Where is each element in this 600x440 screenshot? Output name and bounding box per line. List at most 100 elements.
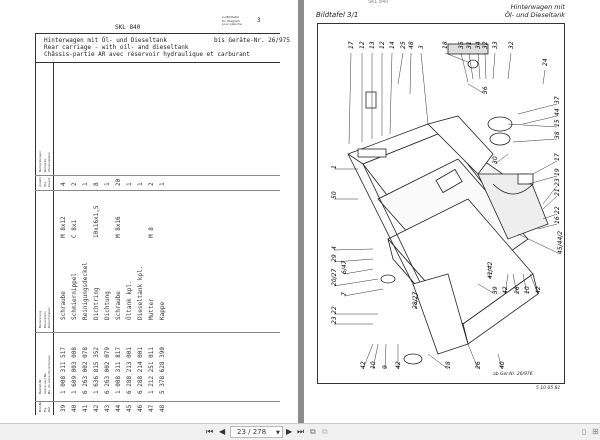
header-code: SKL 840	[368, 0, 389, 5]
callout-leader-line	[460, 52, 469, 83]
row-dimension: M 8	[148, 227, 155, 238]
row-part-number: 6 263 002 079	[104, 347, 111, 394]
callout-label: 42	[395, 361, 402, 369]
callout-label: 9	[382, 365, 389, 369]
callout-leader-line	[537, 223, 558, 230]
last-page-icon[interactable]: ⏭	[297, 427, 305, 436]
column-header-remarks: Bemerkungen	[38, 150, 42, 172]
page-dropdown-icon[interactable]: ▼	[276, 430, 280, 436]
callout-label: 15	[554, 119, 561, 127]
row-quantity: 1	[137, 182, 144, 186]
callout-label: 24	[542, 58, 549, 66]
row-quantity: 2	[148, 182, 155, 186]
callout-label: 19	[554, 168, 561, 176]
full-screen-icon[interactable]: ⊞	[592, 427, 599, 436]
callout-leader-line	[487, 263, 491, 280]
callout-label: 31	[466, 41, 473, 49]
callout-leader-line	[497, 353, 503, 370]
row-quantity: 8	[93, 182, 100, 186]
callout-leader-line	[542, 213, 558, 220]
title-en: Rear carriage - with oil- and dieseltank	[44, 44, 189, 51]
callout-leader-line	[467, 83, 486, 95]
callout-leader-line	[397, 52, 404, 85]
row-position-number: 46	[137, 404, 144, 412]
column-header-pos: Réf.	[47, 406, 51, 412]
row-dimension: M 8x16	[115, 216, 122, 238]
column-header-pos: Fig.	[42, 406, 47, 412]
callout-label: 13	[369, 41, 376, 49]
row-position-number: 48	[159, 404, 166, 412]
callout-label: 18	[442, 41, 449, 49]
header-top-rule	[35, 33, 280, 34]
callout-leader-line	[444, 52, 469, 63]
table-left-rule	[35, 33, 36, 415]
row-part-name: Kappe	[159, 301, 166, 320]
two-page-view-icon[interactable]: ⧉	[322, 427, 328, 436]
plate-caption: Hinterwagen mit Öl- und Dieseltank	[505, 3, 565, 19]
first-page-icon[interactable]: ⏮	[206, 427, 214, 436]
row-position-number: 43	[104, 404, 111, 412]
callout-label: 36	[482, 86, 489, 94]
callout-leader-line	[522, 115, 558, 125]
callout-leader-line	[492, 52, 496, 80]
single-page-view-icon[interactable]: ⧉	[310, 427, 316, 436]
row-position-number: 47	[148, 404, 155, 412]
drawing-number: 5 10 05 81	[536, 386, 561, 391]
callout-leader-line	[427, 353, 449, 370]
callout-label: 12	[359, 41, 366, 49]
header-bottom-rule	[35, 62, 280, 63]
catalog-code: SKL 840	[115, 24, 141, 31]
row-part-number: 1 008 311 517	[60, 347, 67, 394]
row-part-number: 1 212 251 011	[148, 347, 155, 394]
row-part-name: Dichtung	[104, 291, 111, 320]
row-part-name: Mutter	[148, 298, 155, 320]
next-page-icon[interactable]: ▶	[286, 427, 293, 436]
column-rule	[35, 190, 280, 191]
previous-page-icon[interactable]: ◀	[219, 427, 226, 436]
page-number-input[interactable]: 23 / 278	[230, 426, 283, 438]
column-header-name: Dénomination	[47, 306, 51, 328]
callout-label: 4	[331, 246, 338, 250]
row-part-number: 5 378 628 390	[159, 347, 166, 394]
column-header-qty: Qty.	[42, 181, 47, 187]
callout-label: 20/27	[331, 269, 338, 286]
fit-page-icon[interactable]: ▯	[582, 427, 587, 436]
diagram-ref-label-en: for Diagram	[222, 18, 240, 23]
title-fr: Châssis-partie AR avec réservoir hydraul…	[44, 51, 250, 58]
callout-label: 10	[524, 286, 531, 294]
row-dimension: C 8x1	[71, 219, 78, 238]
callout-leader-line	[384, 343, 387, 370]
right-page-diagram: SKL 840 Bildtafel 3/1 Hinterwagen mit Öl…	[304, 0, 600, 423]
callout-leader-line	[343, 268, 374, 275]
callout-leader-line	[512, 273, 518, 295]
row-part-name: Schraube	[60, 291, 67, 320]
callout-label: 50	[331, 191, 338, 199]
callout-leader-line	[477, 52, 481, 80]
row-position-number: 45	[126, 404, 133, 412]
callout-label: 16	[554, 216, 561, 224]
row-part-number: 1 609 003 008	[71, 347, 78, 394]
callout-leader-line	[333, 278, 379, 287]
callout-label: 17	[554, 153, 561, 161]
callout-leader-line	[484, 52, 487, 80]
callout-leader-line	[372, 343, 379, 370]
column-header-remarks: Remarks	[42, 158, 47, 172]
caption-line-2: Öl- und Dieseltank	[504, 11, 565, 19]
column-header-remarks: Observations	[47, 152, 51, 172]
column-header-qty: Quant.	[47, 176, 51, 187]
callout-label: 6/47	[341, 260, 348, 274]
row-part-name: Schmiernippel	[71, 273, 78, 320]
row-quantity: 1	[104, 182, 111, 186]
callout-label: 25	[400, 41, 407, 49]
left-page-parts-list: SKL 840 zu Bildtafel for Diagram pour pl…	[0, 0, 298, 423]
callout-label: 32	[482, 41, 489, 49]
row-dimension: M 8x12	[60, 216, 67, 238]
callout-label: 44	[554, 108, 561, 116]
callout-leader-line	[333, 248, 374, 251]
callout-leader-line	[420, 52, 429, 125]
callout-label: 1	[331, 165, 338, 169]
callout-leader-line	[529, 273, 539, 295]
callout-leader-line	[542, 195, 558, 210]
callout-label: 42	[502, 286, 509, 294]
callout-label: 3	[418, 45, 425, 49]
